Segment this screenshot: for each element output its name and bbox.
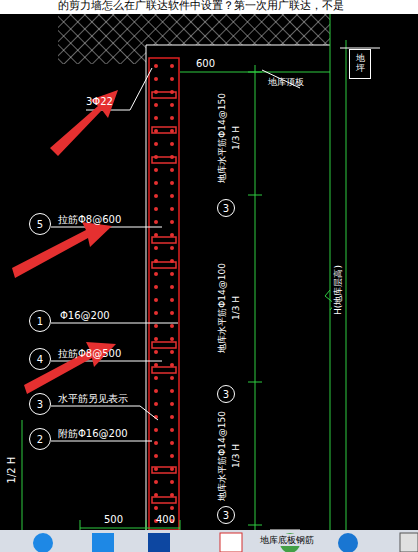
annotation: 400 (156, 514, 175, 526)
vertical-note: 1/3 H (230, 294, 242, 322)
annotation: 地库底板钢筋 (258, 534, 316, 546)
callout-text: 地坪 (356, 54, 365, 74)
dim-line (346, 40, 347, 530)
soil-hatch (146, 14, 330, 45)
taskbar-icons (33, 533, 418, 552)
annotation: 500 (104, 514, 123, 526)
dim-line (330, 14, 331, 530)
annotation: Φ16@200 (60, 310, 110, 322)
taskbar (0, 530, 418, 552)
dim-line (80, 528, 180, 529)
callout-text: 3 (223, 203, 229, 214)
tag-box: 地坪 (349, 49, 371, 79)
web-strip (0, 0, 418, 14)
vertical-note: 1/2 H (6, 455, 18, 486)
callout-text: 3 (223, 510, 229, 521)
annotation: 水平筋另见表示 (58, 393, 128, 405)
callout-number: 3 (217, 385, 235, 403)
slab-line (146, 45, 330, 46)
rebar (152, 64, 176, 523)
annotation: 3Φ22 (86, 96, 113, 108)
vertical-note: 1/3 H (230, 124, 242, 152)
vertical-note: 1/3 H (230, 442, 242, 470)
callout-text: 3 (223, 389, 229, 400)
soil-hatch (58, 14, 146, 64)
wall-outline (149, 58, 179, 530)
callout-number: 3 (29, 393, 51, 415)
annotation: 的剪力墙怎么在广联达软件中设置？第一次用广联达，不是 (58, 0, 344, 12)
callout-number: 4 (29, 348, 51, 370)
annotation: 拉筋Φ8@500 (58, 348, 121, 360)
callout-number: 1 (29, 310, 51, 332)
dim-line (255, 65, 256, 530)
vertical-note: 地库水平筋Φ14@100 (216, 261, 228, 355)
callout-number: 3 (217, 506, 235, 524)
vertical-note: 地库水平筋Φ14@150 (216, 91, 228, 185)
callout-text: 2 (37, 434, 43, 445)
callout-text: 4 (37, 354, 43, 365)
callout-text: 5 (37, 219, 43, 230)
leader-line (130, 68, 152, 110)
callout-number: 2 (29, 428, 51, 450)
annotation: 600 (196, 58, 215, 70)
vertical-note: H(地库层高) (332, 263, 344, 317)
annotation: 地库顶板 (268, 76, 304, 88)
callout-number: 3 (217, 199, 235, 217)
wall-edge (146, 45, 147, 530)
callout-text: 3 (37, 399, 43, 410)
callout-number: 5 (29, 213, 51, 235)
callout-text: 1 (37, 316, 43, 327)
vertical-note: 地库水平筋Φ14@150 (216, 409, 228, 503)
annotation: 拉筋Φ8@600 (58, 214, 121, 226)
dim-line (180, 72, 330, 73)
annotation: 附筋Φ16@200 (58, 428, 128, 440)
